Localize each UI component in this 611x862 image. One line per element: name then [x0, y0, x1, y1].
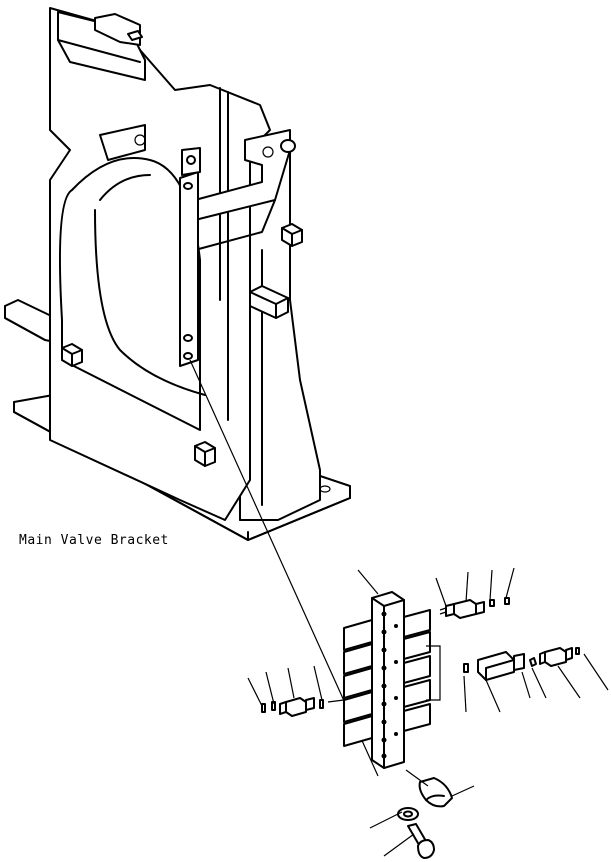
relief-valve-right [463, 647, 580, 681]
valve-block-assembly [247, 567, 609, 859]
main-valve-bracket-label: Main Valve Bracket [19, 533, 169, 548]
bracket-front-plate [49, 7, 271, 521]
mounting-bolt [407, 823, 435, 859]
fitting-left [261, 697, 345, 717]
main-valve-bracket [4, 7, 351, 541]
valve-mounting-plate [179, 147, 201, 367]
fitting-upper-right [439, 597, 510, 619]
bracket-square-nuts [61, 223, 303, 467]
washer [397, 807, 419, 821]
seal-plates-left [343, 619, 373, 747]
group-bracket-right [426, 645, 441, 701]
seal-plates-right [399, 609, 431, 733]
fitting-bottom-elbow [405, 769, 453, 808]
valve-manifold-block [371, 591, 405, 769]
callout-leaders [247, 567, 609, 857]
